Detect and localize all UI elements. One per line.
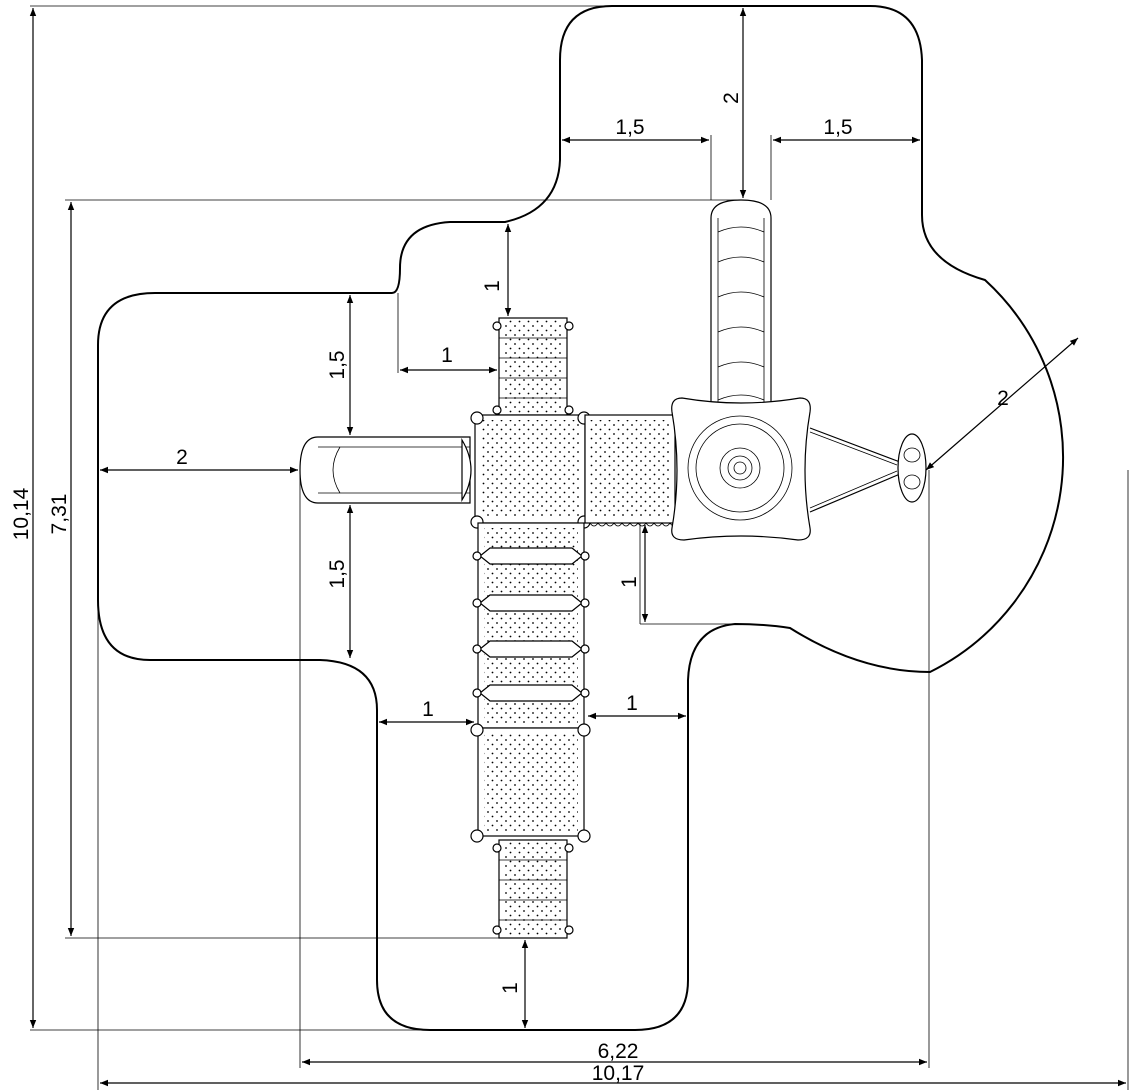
top-slide-clearance-label: 2 <box>720 92 743 104</box>
lower-deck <box>470 723 591 843</box>
bottom-stairs-below-label: 1 <box>499 982 522 994</box>
top-stairs <box>492 317 574 416</box>
bridge-deck <box>584 414 679 527</box>
left-slide-below-label: 1,5 <box>326 559 349 588</box>
bottom-stairs <box>492 839 574 939</box>
structure-height-label: 7,31 <box>48 494 71 535</box>
spinner-radius-label: 2 <box>997 387 1009 410</box>
dimension-lines <box>29 8 1126 1087</box>
right-deck-below-label: 1 <box>618 576 641 588</box>
left-slide-clearance-label: 2 <box>176 446 188 469</box>
ladder-left-label: 1 <box>422 698 434 721</box>
overall-height-label: 10,14 <box>10 487 33 540</box>
top-stairs-left-label: 1 <box>441 344 453 367</box>
spinner-link <box>809 427 927 513</box>
left-slide-above-label: 1,5 <box>326 350 349 379</box>
overall-width-label: 10,17 <box>592 1062 645 1085</box>
ladder-section <box>472 522 590 729</box>
extension-lines <box>30 5 1129 1090</box>
dimension-labels: 10,14 7,31 10,17 6,22 2 2 1,5 1,5 1,5 1,… <box>10 92 1009 1085</box>
top-stairs-above-label: 1 <box>481 280 504 292</box>
tower-roof <box>671 397 811 541</box>
top-slide-left-side-label: 1,5 <box>615 116 644 139</box>
top-slide <box>710 199 772 406</box>
structure-width-label: 6,22 <box>598 1040 639 1063</box>
left-slide <box>299 436 472 504</box>
ladder-right-label: 1 <box>626 692 638 715</box>
main-deck <box>470 411 591 529</box>
top-slide-right-side-label: 1,5 <box>823 116 852 139</box>
